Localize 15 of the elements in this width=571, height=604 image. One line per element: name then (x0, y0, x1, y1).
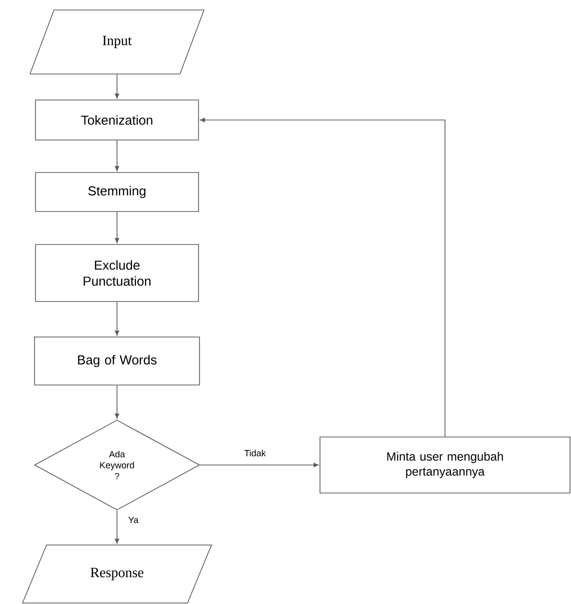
arrow (200, 462, 318, 468)
arrow (114, 212, 120, 244)
arrow (200, 118, 446, 437)
arrow (114, 74, 120, 98)
process-box: Exclude Punctuation (35, 244, 199, 302)
edge-label: Ya (127, 516, 140, 524)
edge-label: Tidak (243, 448, 267, 458)
arrow (114, 302, 120, 336)
process-box: Tokenization (35, 100, 199, 140)
arrow (114, 510, 120, 544)
arrow (114, 140, 120, 172)
process-box: Stemming (35, 172, 199, 212)
process-box: Minta user mengubah pertanyaannya (320, 436, 570, 494)
arrow (114, 385, 120, 418)
process-box: Bag of Words (34, 336, 200, 386)
